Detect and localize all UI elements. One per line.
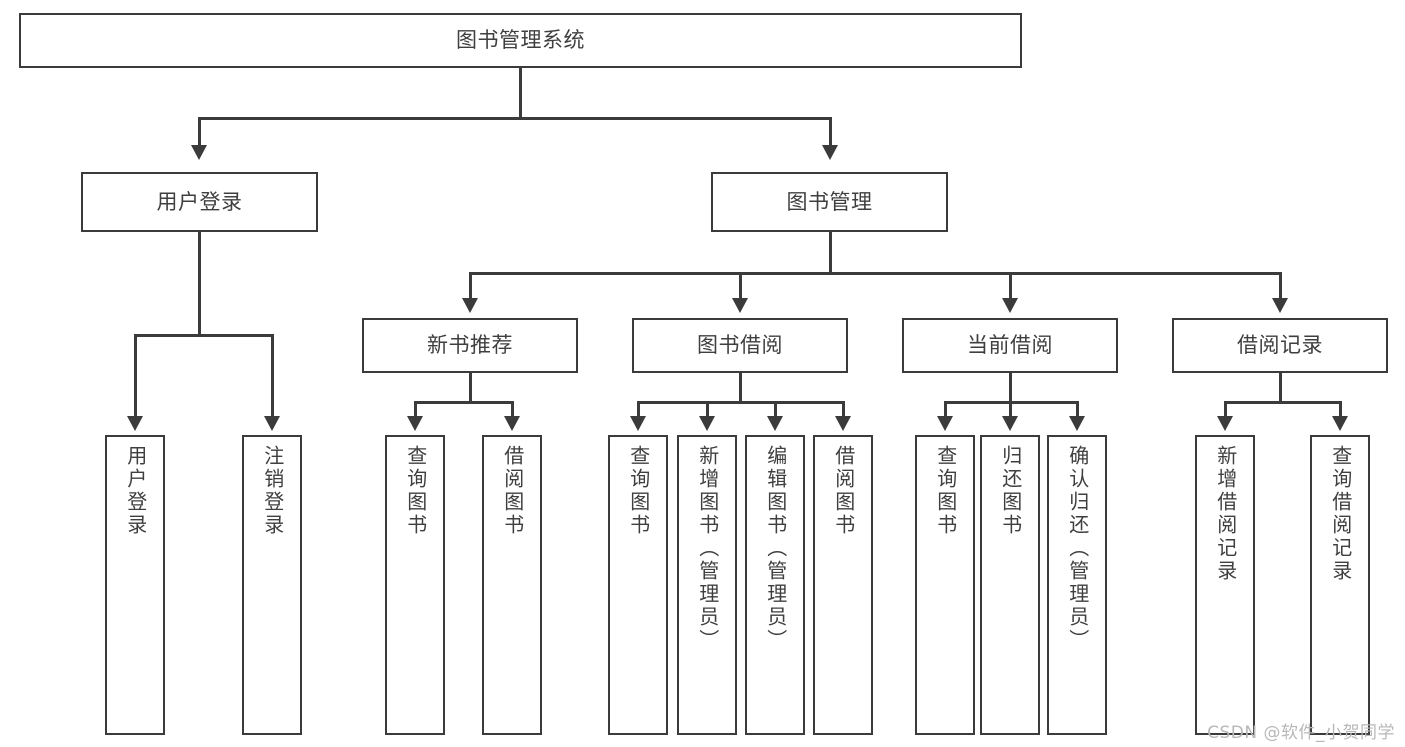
connector-book-manage-bar — [469, 272, 1281, 275]
node-label: 图书管理 — [786, 189, 873, 214]
connector-book-borrow-drop-1 — [637, 401, 640, 418]
leaf-user-login-2[interactable]: 注销登录 — [242, 435, 302, 735]
node-root-system[interactable]: 图书管理系统 — [19, 13, 1022, 68]
arrow-new-book-leaf-2 — [504, 416, 520, 431]
arrow-current-borrow-leaf-1 — [937, 416, 953, 431]
arrow-current-borrow-leaf-3 — [1069, 416, 1085, 431]
connector-borrow-record-drop-1 — [1224, 401, 1227, 418]
leaf-user-login-1[interactable]: 用户登录 — [105, 435, 165, 735]
node-label: 新书推荐 — [427, 333, 513, 358]
connector-borrow-record-drop-2 — [1339, 401, 1342, 418]
leaf-book-borrow-1[interactable]: 查询图书 — [608, 435, 668, 735]
node-label: 编辑图书（管理员） — [763, 445, 788, 652]
node-label: 归还图书 — [998, 445, 1023, 537]
arrow-book-borrow-leaf-1 — [630, 416, 646, 431]
arrow-user-login-leaf-1 — [127, 416, 143, 431]
node-label: 借阅图书 — [831, 445, 856, 537]
connector-book-manage-stem — [829, 232, 832, 274]
node-label: 新增图书（管理员） — [695, 445, 720, 652]
node-book-management[interactable]: 图书管理 — [711, 172, 948, 232]
connector-book-borrow-stem — [739, 373, 742, 403]
connector-to-borrow-record — [1279, 272, 1282, 300]
arrow-root-to-book-manage — [822, 145, 838, 160]
node-borrow-record[interactable]: 借阅记录 — [1172, 318, 1388, 373]
connector-root-bar — [198, 117, 832, 120]
leaf-current-borrow-1[interactable]: 查询图书 — [915, 435, 975, 735]
arrow-book-borrow-leaf-2 — [699, 416, 715, 431]
connector-new-book-stem — [469, 373, 472, 403]
node-book-borrow[interactable]: 图书借阅 — [632, 318, 848, 373]
connector-user-login-drop-1 — [134, 334, 137, 418]
node-label: 当前借阅 — [967, 333, 1053, 358]
arrow-to-borrow-record — [1272, 298, 1288, 313]
connector-current-borrow-drop-1 — [944, 401, 947, 418]
arrow-user-login-leaf-2 — [264, 416, 280, 431]
node-label: 借阅图书 — [500, 445, 525, 537]
node-current-borrow[interactable]: 当前借阅 — [902, 318, 1118, 373]
connector-book-borrow-drop-3 — [774, 401, 777, 418]
arrow-to-current-borrow — [1002, 298, 1018, 313]
connector-root-to-user-login — [198, 117, 201, 147]
leaf-borrow-record-1[interactable]: 新增借阅记录 — [1195, 435, 1255, 735]
connector-root-to-book-manage — [829, 117, 832, 147]
node-label: 用户登录 — [123, 445, 148, 537]
connector-to-book-borrow — [739, 272, 742, 300]
arrow-book-borrow-leaf-4 — [835, 416, 851, 431]
node-label: 查询图书 — [626, 445, 651, 537]
node-label: 借阅记录 — [1237, 333, 1323, 358]
leaf-new-book-recommend-2[interactable]: 借阅图书 — [482, 435, 542, 735]
arrow-borrow-record-leaf-1 — [1217, 416, 1233, 431]
node-label: 图书管理系统 — [456, 28, 585, 53]
connector-new-book-drop-2 — [511, 401, 514, 418]
connector-new-book-bar — [414, 401, 513, 404]
node-label: 查询图书 — [403, 445, 428, 537]
leaf-book-borrow-2[interactable]: 新增图书（管理员） — [677, 435, 737, 735]
node-label: 新增借阅记录 — [1213, 445, 1238, 583]
node-label: 查询图书 — [933, 445, 958, 537]
arrow-new-book-leaf-1 — [407, 416, 423, 431]
arrow-to-book-borrow — [732, 298, 748, 313]
node-label: 注销登录 — [260, 445, 285, 537]
connector-borrow-record-stem — [1279, 373, 1282, 403]
node-label: 查询借阅记录 — [1328, 445, 1353, 583]
connector-book-borrow-drop-4 — [842, 401, 845, 418]
leaf-book-borrow-4[interactable]: 借阅图书 — [813, 435, 873, 735]
connector-user-login-drop-2 — [271, 334, 274, 418]
connector-to-new-book-recommend — [469, 272, 472, 300]
arrow-root-to-user-login — [191, 145, 207, 160]
arrow-to-new-book-recommend — [462, 298, 478, 313]
leaf-book-borrow-3[interactable]: 编辑图书（管理员） — [745, 435, 805, 735]
connector-root-stem — [519, 68, 522, 118]
connector-borrow-record-bar — [1224, 401, 1341, 404]
arrow-borrow-record-leaf-2 — [1332, 416, 1348, 431]
leaf-current-borrow-3[interactable]: 确认归还（管理员） — [1047, 435, 1107, 735]
connector-book-borrow-drop-2 — [706, 401, 709, 418]
connector-user-login-bar — [134, 334, 273, 337]
connector-new-book-drop-1 — [414, 401, 417, 418]
arrow-current-borrow-leaf-2 — [1002, 416, 1018, 431]
node-user-login[interactable]: 用户登录 — [81, 172, 318, 232]
connector-current-borrow-drop-2 — [1009, 401, 1012, 418]
leaf-borrow-record-2[interactable]: 查询借阅记录 — [1310, 435, 1370, 735]
connector-current-borrow-stem — [1009, 373, 1012, 403]
leaf-current-borrow-2[interactable]: 归还图书 — [980, 435, 1040, 735]
connector-user-login-stem — [198, 232, 201, 336]
node-new-book-recommend[interactable]: 新书推荐 — [362, 318, 578, 373]
node-label: 确认归还（管理员） — [1065, 445, 1090, 652]
connector-to-current-borrow — [1009, 272, 1012, 300]
connector-current-borrow-drop-3 — [1076, 401, 1079, 418]
watermark-text: CSDN @软件_小贺同学 — [1207, 723, 1395, 743]
node-label: 图书借阅 — [697, 333, 783, 358]
connector-book-borrow-bar — [637, 401, 844, 404]
leaf-new-book-recommend-1[interactable]: 查询图书 — [385, 435, 445, 735]
node-label: 用户登录 — [156, 189, 243, 214]
arrow-book-borrow-leaf-3 — [767, 416, 783, 431]
